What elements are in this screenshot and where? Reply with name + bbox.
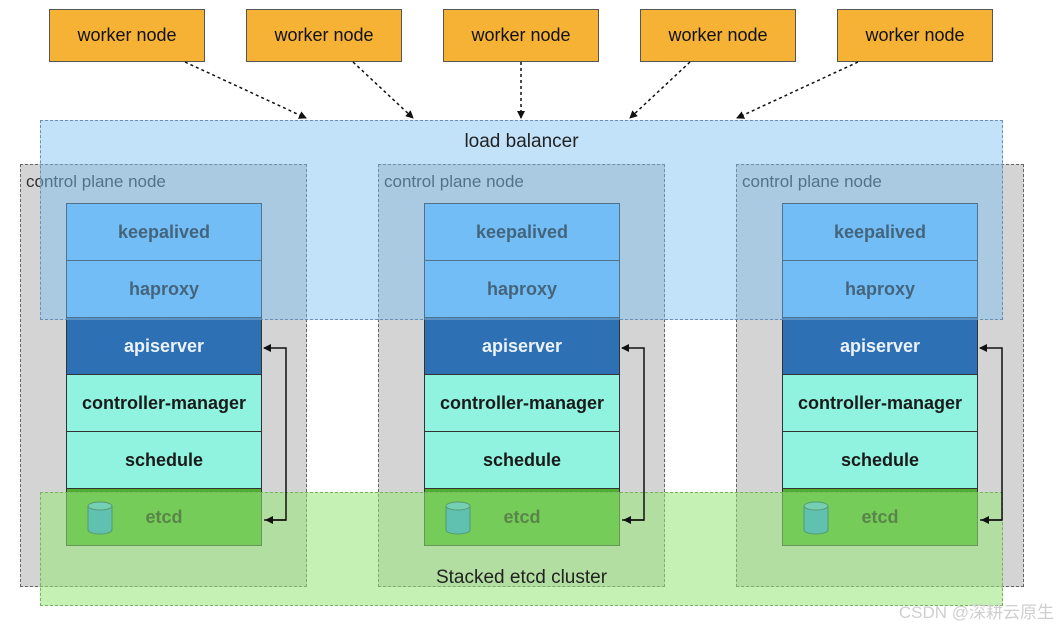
keepalived-box: keepalived [66,203,262,261]
component-label: apiserver [123,335,205,356]
schedule-box: schedule [66,431,262,489]
apiserver-box: apiserver [424,317,620,375]
worker-node-1: worker node [49,9,205,62]
component-label: schedule [482,449,562,470]
component-label: apiserver [839,335,921,356]
apiserver-box: apiserver [66,317,262,375]
control-plane-label: control plane node [384,172,524,191]
schedule-box: schedule [424,431,620,489]
haproxy-box: haproxy [66,260,262,318]
component-label: haproxy [486,278,558,299]
schedule-box: schedule [782,431,978,489]
controller-manager-box: controller-manager [66,374,262,432]
component-label: keepalived [833,221,927,242]
watermark: CSDN @深耕云原生 [898,603,1054,622]
worker-node-label: worker node [865,25,965,45]
etcd-cluster-label: Stacked etcd cluster [435,567,608,588]
worker-node-label: worker node [471,25,571,45]
worker-arrow-1 [184,61,307,119]
worker-node-label: worker node [77,25,177,45]
stacked-etcd-cluster: Stacked etcd cluster [40,492,1003,606]
worker-node-2: worker node [246,9,402,62]
component-label: controller-manager [797,392,963,413]
load-balancer: load balancer [40,120,1003,320]
worker-node-label: worker node [668,25,768,45]
component-label: schedule [124,449,204,470]
etcd-api-arrow-1 [263,344,287,521]
worker-node-5: worker node [837,9,993,62]
control-plane-label: control plane node [26,172,166,191]
component-label: keepalived [117,221,211,242]
component-label: schedule [840,449,920,470]
component-label: haproxy [128,278,200,299]
worker-node-label: worker node [274,25,374,45]
component-label: controller-manager [439,392,605,413]
worker-arrow-4 [629,61,691,119]
component-label: controller-manager [81,392,247,413]
etcd-api-arrow-2 [621,344,645,521]
haproxy-box: haproxy [782,260,978,318]
component-label: apiserver [481,335,563,356]
keepalived-box: keepalived [782,203,978,261]
controller-manager-box: controller-manager [424,374,620,432]
worker-node-4: worker node [640,9,796,62]
load-balancer-label: load balancer [464,131,579,152]
haproxy-box: haproxy [424,260,620,318]
worker-arrow-5 [736,61,859,119]
component-label: keepalived [475,221,569,242]
controller-manager-box: controller-manager [782,374,978,432]
control-plane-label: control plane node [742,172,882,191]
etcd-api-arrow-3 [979,344,1003,521]
worker-node-3: worker node [443,9,599,62]
component-label: haproxy [844,278,916,299]
worker-arrow-2 [352,61,414,119]
